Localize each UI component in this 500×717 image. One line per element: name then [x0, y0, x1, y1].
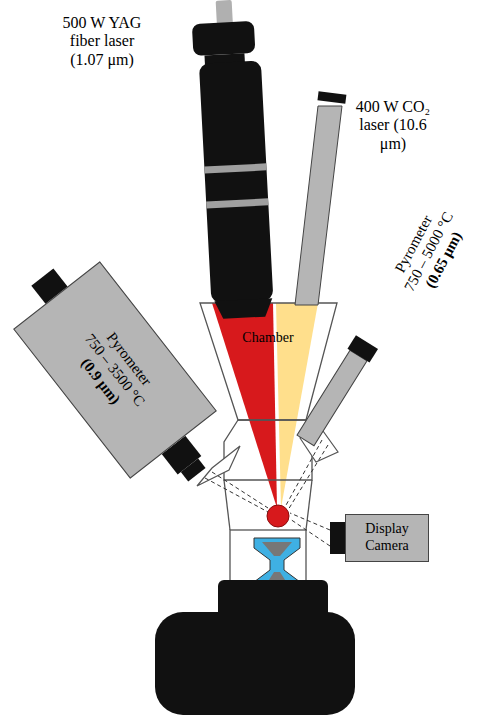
pyrometer-right	[294, 335, 378, 447]
co2-laser-tube	[295, 106, 342, 305]
pyrometer-right	[347, 335, 378, 362]
chamber	[224, 480, 230, 530]
sample-holder	[262, 542, 292, 556]
base-stand	[155, 580, 355, 715]
sight-line	[205, 478, 268, 512]
fiber-laser-head	[216, 0, 233, 25]
sight-line	[290, 519, 330, 546]
co2-laser-tube	[295, 91, 346, 305]
sight-line	[285, 440, 322, 507]
chamber	[238, 419, 306, 420]
laser-label: 500 W YAG fiber laser (1.07 μm)	[54, 14, 150, 69]
chamber	[306, 480, 312, 530]
fiber-laser-head	[214, 298, 273, 319]
pyrometer-right	[297, 350, 367, 445]
molten-sample	[267, 505, 289, 527]
fiber-laser-head	[206, 198, 268, 208]
laser-label: 400 W CO₂ laser (10.6 μm)	[349, 98, 437, 153]
sight-line	[205, 440, 330, 546]
fiber-laser-head	[192, 21, 256, 56]
base-stand	[155, 612, 355, 715]
fiber-laser-head	[204, 163, 266, 173]
fiber-laser-head	[191, 0, 275, 320]
pyrometer-left-parts	[181, 459, 206, 482]
fiber-laser-head	[199, 61, 273, 304]
chamber-label: Chamber	[242, 330, 293, 346]
co2-laser-tube	[317, 91, 346, 103]
node-text: Display Camera	[356, 521, 418, 555]
sight-line	[288, 445, 328, 510]
laser-beam	[212, 303, 318, 508]
sight-line	[290, 513, 330, 530]
chamber	[200, 303, 337, 420]
sight-line	[212, 472, 268, 508]
camera-body: Display Camera	[345, 514, 429, 562]
